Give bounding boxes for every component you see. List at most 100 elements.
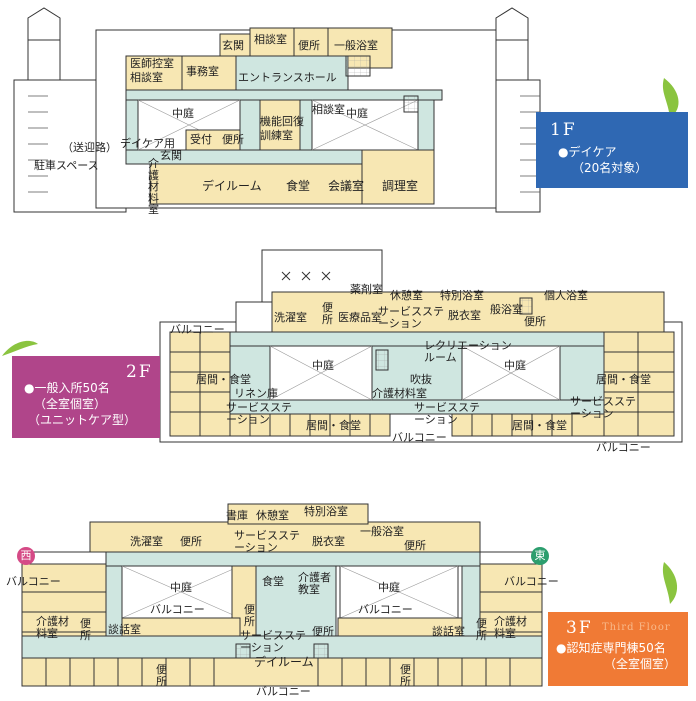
room-dayroom: デイルーム [254, 655, 314, 669]
room-chutei-left: 中庭 [172, 107, 194, 120]
floor2-plan [159, 249, 683, 443]
floor3-ghost-text: Third Floor [602, 622, 671, 633]
room-benjo-mid: 便所 [222, 133, 244, 146]
room-benjo-bl: 便所 [156, 663, 167, 688]
room-uketsuke: 受付 [190, 133, 212, 146]
room-datsui: 脱衣室 [312, 535, 345, 548]
room-iryou-hin: 医療品室 [338, 311, 382, 324]
room-kaigosha-kyoushitsu: 介護者教室 [298, 571, 331, 596]
room-tokubetsu-yoku: 特別浴室 [304, 505, 348, 518]
room-entrance-hall: エントランスホール [238, 71, 337, 84]
room-kojin-yoku: 個人浴室 [544, 289, 588, 302]
room-fukinuke: 吹抜 [410, 373, 432, 386]
room-linen: リネン庫 [234, 387, 278, 400]
room-ishi-hikae: 医師控室 [130, 57, 174, 70]
room-recreation: レクリエーションルーム [424, 339, 512, 364]
room-kaigo-zairyou-l: 介護材料室 [36, 615, 69, 640]
room-service-st-r: サービスステーション [414, 401, 480, 426]
room-kyoma-r: 居間・食堂 [596, 373, 651, 386]
floor3-panel-bg [548, 612, 688, 686]
room-kaigo-zairyou: 介護材料室 [148, 157, 159, 216]
room-dayroom: デイルーム [202, 179, 262, 193]
room-benjo-br: 便所 [400, 663, 411, 688]
label-balcony-e: バルコニー [504, 575, 559, 588]
room-shokudou: 食堂 [262, 575, 284, 588]
floor1-desc-1: ●デイケア [558, 145, 617, 159]
floor1-plan [13, 7, 541, 213]
room-soudan-center: 相談室 [312, 103, 345, 116]
floor1-info-panel: 1F ●デイケア （20名対象） [536, 112, 688, 188]
room-kaigo-zairyou: 介護材料室 [372, 387, 427, 400]
room-benjo-b: 便所 [524, 315, 546, 328]
room-yakuzai: 薬剤室 [350, 283, 383, 296]
room-shokudou: 食堂 [286, 179, 311, 193]
leaf-decorations [2, 78, 679, 604]
room-danwa-r: 談話室 [432, 625, 465, 638]
room-kyoma-l: 居間・食堂 [196, 373, 251, 386]
room-benjo-top: 便所 [298, 39, 320, 52]
floor3-info-panel: 3F Third Floor ●認知症専門棟50名 （全室個室） [548, 612, 688, 686]
room-benjo-cl: 便所 [244, 603, 255, 628]
room-service-st-top: サービスステーション [378, 305, 444, 330]
room-chutei-r: 中庭 [378, 581, 400, 594]
room-chutei-l: 中庭 [312, 359, 334, 372]
room-benjo-a: 便所 [180, 535, 202, 548]
label-balcony-ir: バルコニー [358, 603, 413, 616]
room-kyuukei: 休憩室 [256, 509, 289, 522]
floor3-desc-1: ●認知症専門棟50名 [556, 641, 666, 655]
room-benjo-l: 便所 [80, 617, 91, 642]
room-chourishitsu: 調理室 [382, 179, 419, 193]
room-chutei-l: 中庭 [170, 581, 192, 594]
label-balcony-il: バルコニー [150, 603, 205, 616]
room-chutei-r: 中庭 [504, 359, 526, 372]
floor2-desc-2: （全室個室） [34, 397, 107, 411]
room-service-st-l: サービスステーション [226, 401, 292, 426]
room-benjo-r: 便所 [476, 617, 487, 642]
label-balcony-tl: バルコニー [170, 323, 225, 336]
room-service-st-top: サービスステーション [234, 529, 300, 554]
room-datsui: 脱衣室 [448, 309, 481, 322]
room-sentaku: 洗濯室 [130, 535, 163, 548]
room-kaigo-zairyou-r: 介護材料室 [494, 615, 527, 640]
room-jimushitsu: 事務室 [186, 65, 219, 78]
room-chutei-right: 中庭 [346, 107, 368, 120]
room-shoko: 書庫 [226, 509, 248, 522]
east-badge: 東 [534, 549, 546, 562]
floor1-panel-bg [536, 112, 688, 188]
room-ippan-yoku: 般浴室 [490, 303, 523, 316]
label-balcony-c: バルコニー [392, 431, 447, 444]
floor2-panel-bg [12, 356, 160, 438]
room-tokubetsu-yoku: 特別浴室 [440, 289, 484, 302]
room-service-st-c: サービスステーション [240, 629, 306, 654]
room-kinou-kaifuku: 機能回復 [260, 115, 304, 128]
room-kaigishitsu: 会議室 [328, 179, 365, 193]
west-badge: 西 [20, 549, 32, 562]
room-ippan-yoku: 一般浴室 [360, 525, 404, 538]
floor3-number: 3F [566, 618, 593, 638]
room-ippan-yokushitsu: 一般浴室 [334, 39, 378, 52]
room-soudan-top: 相談室 [254, 33, 287, 46]
floor1-number: 1F [550, 120, 577, 140]
label-balcony-br: バルコニー [596, 441, 651, 454]
room-soudan-left: 相談室 [130, 71, 163, 84]
room-benjo-a: 便所 [322, 301, 333, 326]
room-benjo-cr: 便所 [312, 625, 334, 638]
floor2-desc-1: ●一般入所50名 [24, 381, 110, 395]
room-danwa-l: 談話室 [108, 623, 141, 636]
label-chusha-space: 駐車スペース [34, 159, 99, 172]
floor2-desc-3: （ユニットケア型） [28, 413, 137, 427]
floor3-plan [21, 503, 543, 687]
label-sougeiro: （送迎路） [62, 141, 117, 154]
floor2-number: 2F [126, 362, 153, 382]
label-balcony-bottom: バルコニー [256, 685, 311, 698]
floor3-desc-2: （全室個室） [604, 657, 677, 671]
room-service-st-rr: サービスステーション [570, 395, 636, 420]
label-balcony-w: バルコニー [6, 575, 61, 588]
room-benjo-b: 便所 [404, 539, 426, 552]
room-kunrenshitsu: 訓練室 [260, 129, 293, 142]
room-daycare-you: デイケア用 [120, 137, 175, 150]
room-kyoma-br: 居間・食堂 [512, 419, 567, 432]
room-genkan-mid: 玄関 [160, 149, 182, 162]
floor2-info-panel: 2F ●一般入所50名 （全室個室） （ユニットケア型） [12, 356, 160, 438]
